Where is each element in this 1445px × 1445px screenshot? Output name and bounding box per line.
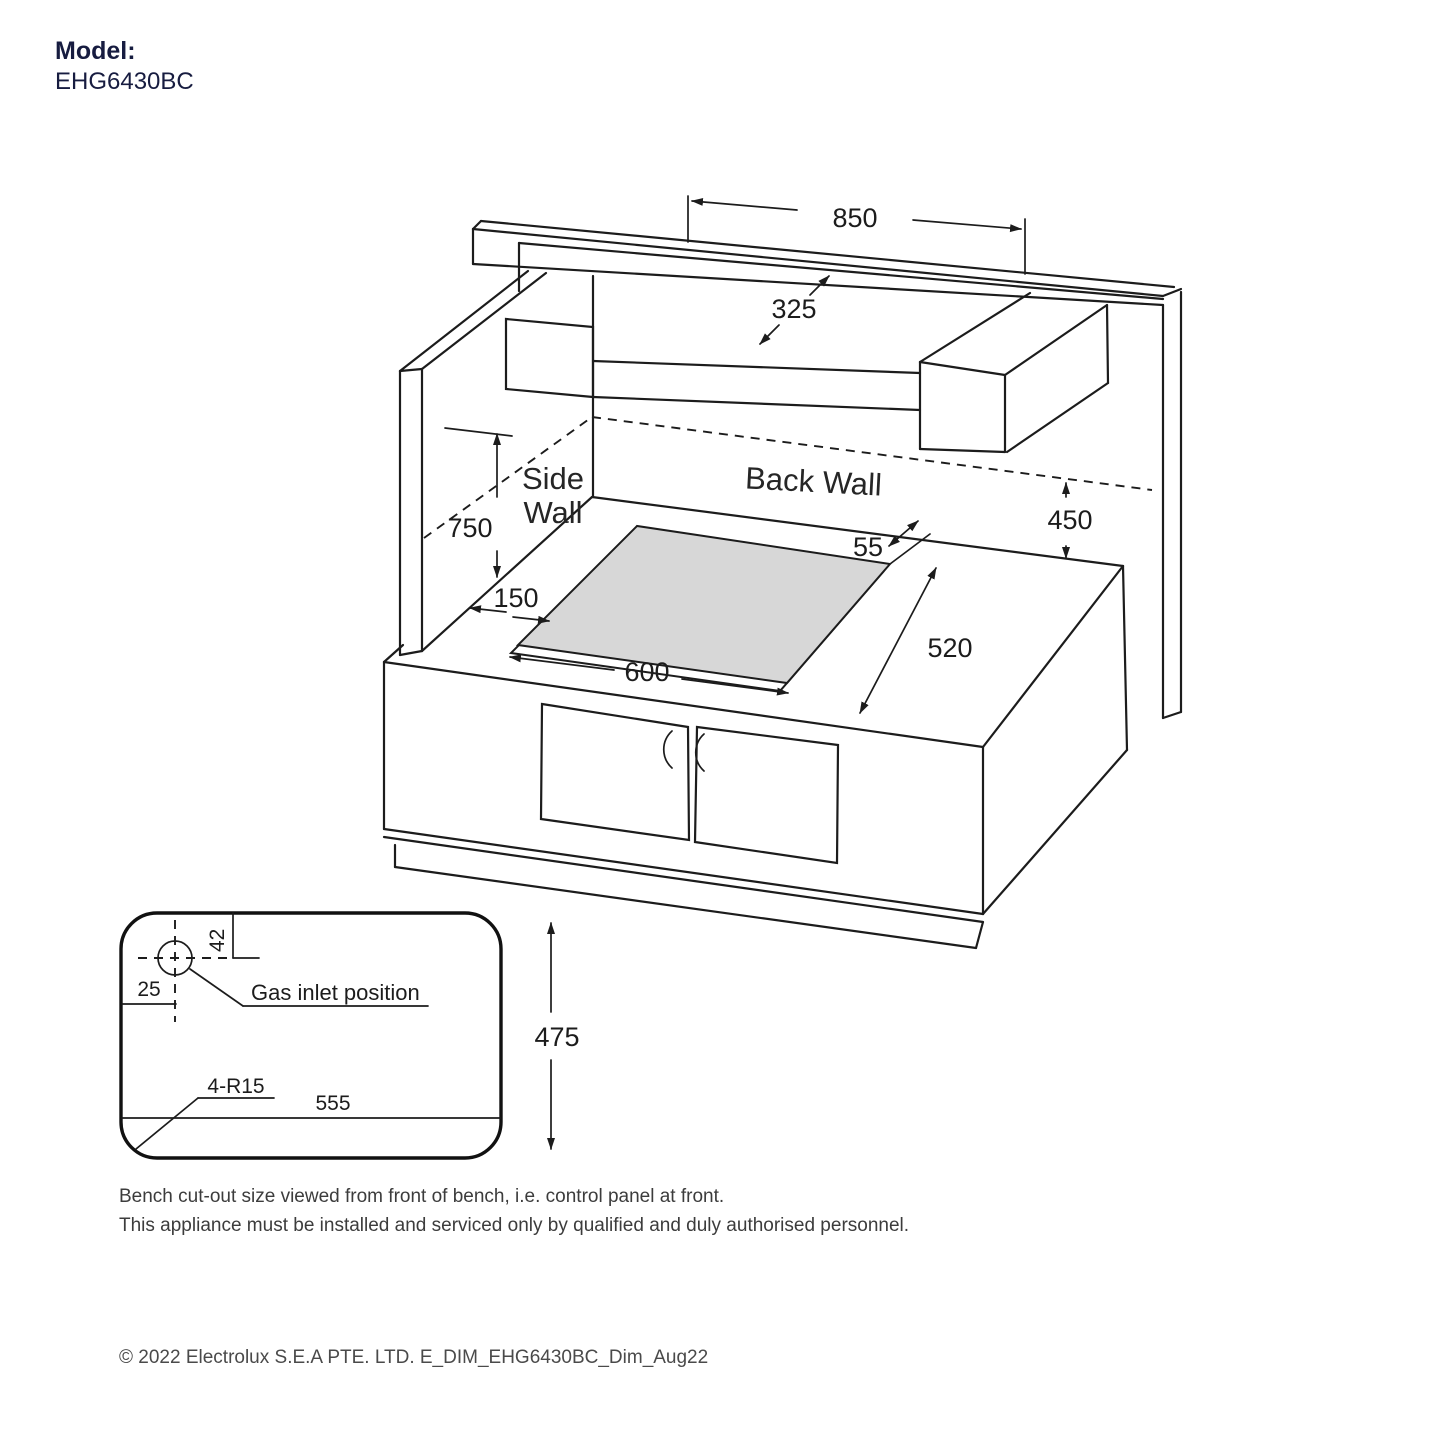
rail-front-top-edge xyxy=(471,227,1165,298)
model-number: EHG6430BC xyxy=(55,68,194,95)
model-label: Model: xyxy=(55,37,136,65)
dim-450: 450 xyxy=(1047,482,1093,559)
side-wall-bottom-cap xyxy=(398,649,424,657)
dim-55: 55 xyxy=(853,520,931,565)
back-wall-dashed-line xyxy=(591,416,1153,491)
bench-front-bottom-edge xyxy=(382,827,985,916)
dim-42-label: 42 xyxy=(206,929,229,952)
bench-plinth-top-line xyxy=(382,835,985,924)
dim-850-arrow-left xyxy=(691,197,798,211)
cutout-outline xyxy=(119,911,503,1160)
side-wall-label-2: Wall xyxy=(523,495,582,530)
gas-label-leader xyxy=(189,968,244,1007)
dim-325-arrow-down xyxy=(759,324,780,345)
dim-55-arrow xyxy=(888,520,919,547)
bench-right-bottom-edge xyxy=(981,748,1129,916)
back-wall-bottom-cap xyxy=(1161,710,1183,720)
note-line-1: Bench cut-out size viewed from front of … xyxy=(119,1186,725,1207)
dim-600: 600 xyxy=(509,654,789,696)
right-box-bottom-edge xyxy=(1005,381,1110,454)
right-box-face-top-edge xyxy=(1003,303,1109,377)
rail-back-top-edge xyxy=(479,219,1176,289)
side-wall xyxy=(398,269,594,657)
dim-555-label: 555 xyxy=(315,1092,350,1115)
dim-600-arrow-right xyxy=(681,678,789,696)
dim-850: 850 xyxy=(687,195,1026,275)
radius-leader xyxy=(135,1097,199,1150)
dim-475: 475 xyxy=(534,922,580,1150)
model-block: Model: EHG6430BC xyxy=(55,36,194,97)
bench-top-right-edge xyxy=(981,564,1125,749)
bench-plinth-bottom-edge xyxy=(393,865,978,950)
hood-recess-lower-line xyxy=(591,395,922,412)
side-wall-label-1: Side xyxy=(522,461,584,496)
dim-25-label: 25 xyxy=(137,978,160,1001)
overhead-rail xyxy=(471,219,1176,307)
cooktop-glass xyxy=(515,524,892,685)
dim-55-ext xyxy=(889,533,931,565)
dim-325-label: 325 xyxy=(771,294,816,324)
dim-750-label: 750 xyxy=(447,513,492,543)
right-box-right-edge xyxy=(1105,303,1110,385)
side-wall-dashed-line xyxy=(423,416,593,539)
dim-520-label: 520 xyxy=(927,633,972,663)
hood-recess-upper-line xyxy=(591,359,922,375)
bench-top-left-sliver xyxy=(382,643,405,664)
bench-front-top-edge xyxy=(382,660,985,749)
door-handle-right xyxy=(694,733,705,772)
cooktop xyxy=(508,524,892,693)
dim-55-label: 55 xyxy=(853,532,883,562)
side-wall-top-outer-edge xyxy=(398,269,530,373)
dim-150-arrow-left xyxy=(469,605,507,614)
bench-cabinet xyxy=(382,495,1129,950)
dim-600-arrow-left xyxy=(509,654,615,671)
dim-150-arrow-right xyxy=(512,615,550,624)
right-box-top-left-edge xyxy=(918,291,1032,364)
cabinet-door-right xyxy=(693,725,840,865)
notes-block: Bench cut-out size viewed from front of … xyxy=(119,1183,909,1240)
dim-475-label: 475 xyxy=(534,1022,579,1052)
radius-label: 4-R15 xyxy=(207,1075,264,1098)
bench-right-back-edge xyxy=(1121,564,1129,752)
reference-lines xyxy=(423,416,1153,539)
note-line-2: This appliance must be installed and ser… xyxy=(119,1214,910,1236)
back-wall-label: Back Wall xyxy=(744,460,882,502)
side-wall-bottom-edge xyxy=(420,495,594,653)
side-wall-top-inner-edge xyxy=(420,271,548,371)
bench-plinth-right-edge xyxy=(974,920,985,950)
dim-520-arrow xyxy=(859,567,937,714)
side-wall-top-cap xyxy=(398,367,424,373)
back-wall-top-cap xyxy=(1161,287,1183,298)
back-wall-top-edge xyxy=(517,241,1165,301)
rail-left-top-cap xyxy=(471,219,483,231)
dim-150: 150 xyxy=(469,583,550,624)
cutout-detail: 42 25 Gas inlet position 4-R15 555 xyxy=(119,911,503,1160)
bench-back-edge xyxy=(590,495,1125,568)
dim-600-label: 600 xyxy=(624,657,669,687)
dim-520: 520 xyxy=(859,567,973,714)
cabinet-door-left xyxy=(539,702,691,842)
right-box-front-top-edge xyxy=(918,360,1007,377)
rail-front-bottom-edge xyxy=(471,262,1165,307)
gas-label: Gas inlet position xyxy=(251,980,420,1005)
dim-850-label: 850 xyxy=(832,203,877,233)
right-box-bottom-left-edge xyxy=(918,447,1007,454)
door-handle-left xyxy=(662,730,673,769)
dim-750: 750 xyxy=(444,427,513,578)
dim-750-tick xyxy=(444,427,513,437)
dim-850-arrow-right xyxy=(912,219,1022,233)
dim-325: 325 xyxy=(759,275,830,345)
dim-325-arrow-up xyxy=(809,275,830,296)
left-box-face xyxy=(504,317,595,399)
dim-150-label: 150 xyxy=(493,583,538,613)
dim-450-label: 450 xyxy=(1047,505,1092,535)
back-wall xyxy=(517,241,1183,720)
right-hood-box xyxy=(918,291,1110,454)
copyright-line: © 2022 Electrolux S.E.A PTE. LTD. E_DIM_… xyxy=(119,1347,709,1368)
left-hood-box xyxy=(504,274,922,499)
